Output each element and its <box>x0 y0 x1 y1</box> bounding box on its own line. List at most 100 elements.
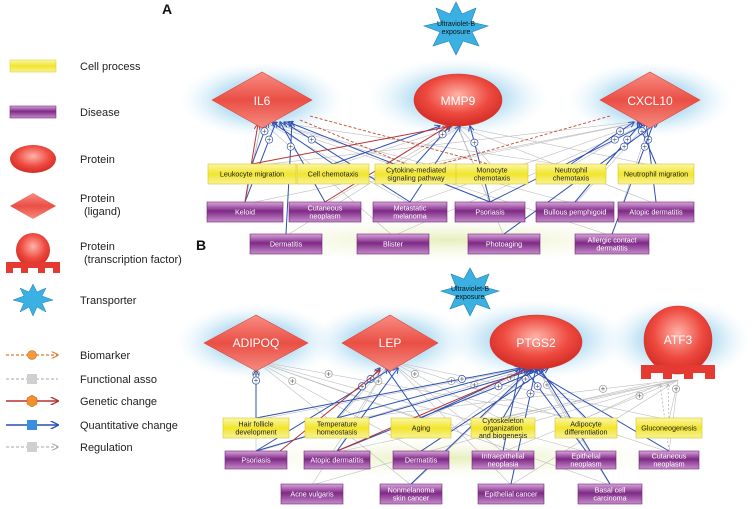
legend-transcription-factor-icon <box>6 233 60 273</box>
legend-disease-label: Disease <box>80 107 120 119</box>
process-label: signaling pathway <box>387 173 445 182</box>
diseases-a-row2: Dermatitis Blister Photoaging Allergic cont… <box>249 233 650 255</box>
edge-quant <box>489 122 650 203</box>
edge-quant <box>570 122 634 165</box>
process-label: Aging <box>412 424 430 433</box>
disease-label: Atopic dermatitis <box>629 208 683 217</box>
edge-func <box>255 360 587 421</box>
regulation-plus-icon <box>286 142 295 151</box>
process-node-leukocyte-migration[interactable]: Leukocyte migration <box>207 163 297 185</box>
hub-cxcl10-label: CXCL10 <box>627 94 673 108</box>
edge-gen <box>244 124 258 203</box>
regulation-plus-icon <box>623 135 632 144</box>
uvb-transporter-a: Ultraviolet-B exposure <box>422 1 490 56</box>
disease-node-atopic-dermatitis[interactable]: Atopic dermatitis <box>617 201 695 223</box>
disease-node-bullous-pemphigoid[interactable]: Bullous pemphigoid <box>535 201 615 223</box>
hub-lep[interactable]: LEP <box>341 314 439 372</box>
edge-bio <box>309 115 493 166</box>
edge-func <box>261 119 572 167</box>
hub-adipoq[interactable]: ADIPOQ <box>203 314 309 372</box>
process-label: Adipocyte <box>570 420 602 429</box>
disease-node-keloid[interactable]: Keloid <box>206 201 284 223</box>
process-label: differentiation <box>564 427 607 436</box>
disease-node-blister[interactable]: Blister <box>356 233 430 255</box>
edge-func <box>336 379 679 421</box>
process-node-aging[interactable]: Aging <box>390 417 452 439</box>
disease-node-acne-vulgaris[interactable]: Acne vulgaris <box>280 483 344 505</box>
process-node-neutrophil-migration[interactable]: Neutrophil migration <box>617 163 695 185</box>
edge-quant <box>284 122 411 203</box>
regulation-plus-icon <box>457 375 466 383</box>
disease-label: neoplasia <box>488 459 519 468</box>
edge-quant <box>255 368 392 452</box>
disease-node-atopic-dermatitis[interactable]: Atopic dermatitis <box>303 450 371 470</box>
legend-tf-label: Protein <box>80 241 115 253</box>
legend-disease-swatch <box>9 105 57 119</box>
disease-label: Psoriasis <box>241 456 271 465</box>
disease-label: Cutaneous <box>308 204 343 213</box>
edge-func <box>574 119 651 205</box>
uvb-transporter-b: Ultraviolet-B exposure <box>439 267 501 317</box>
hub-mmp9[interactable]: MMP9 <box>413 73 503 127</box>
disease-label: Keloid <box>235 208 255 217</box>
edge-quant <box>272 122 334 165</box>
edge-quant <box>336 368 544 452</box>
regulation-plus-icon <box>324 370 333 378</box>
edge-quant <box>255 368 520 419</box>
disease-label: neoplasm <box>570 459 601 468</box>
processes-a: Leukocyte migration Cell chemotaxis Cytoki… <box>207 163 695 185</box>
hub-atf3[interactable]: ATF3 <box>641 305 715 379</box>
process-node-gluconeogenesis[interactable]: Gluconeogenesis <box>635 417 703 439</box>
edge-func <box>251 119 651 167</box>
legend-protein-icon <box>10 145 56 173</box>
disease-node-dermatitis[interactable]: Dermatitis <box>392 450 450 470</box>
hub-cxcl10[interactable]: CXCL10 <box>599 71 701 129</box>
process-label: Cell chemotaxis <box>308 170 359 179</box>
edge-quant <box>336 368 524 419</box>
disease-node-psoriasis[interactable]: Psoriasis <box>224 450 288 470</box>
hub-atf3-label: ATF3 <box>664 333 693 347</box>
legend-regulation-line <box>6 442 58 452</box>
process-node-cell-chemotaxis[interactable]: Cell chemotaxis <box>296 163 370 185</box>
regulation-plus-icon <box>640 142 649 151</box>
disease-node-photoaging[interactable]: Photoaging <box>467 233 541 255</box>
disease-label: Bullous pemphigoid <box>544 208 607 217</box>
legend-ligand-sublabel: (ligand) <box>84 206 121 218</box>
disease-node-psoriasis[interactable]: Psoriasis <box>454 201 526 223</box>
panel-b: B Ultraviolet-B exposure ADIPOQ LEP PTGS… <box>176 237 750 505</box>
hub-adipoq-label: ADIPOQ <box>233 336 280 350</box>
edge-func <box>502 379 679 421</box>
process-label: Monocyte <box>476 166 507 175</box>
disease-label: Allergic contact <box>588 236 637 245</box>
hub-ptgs2[interactable]: PTGS2 <box>489 314 583 370</box>
disease-node-epithelial-cancer[interactable]: Epithelial cancer <box>477 483 545 505</box>
legend-quantitative-line <box>6 420 58 430</box>
process-label: homeostasis <box>317 427 358 436</box>
disease-node-dermatitis[interactable]: Dermatitis <box>249 233 323 255</box>
process-label: Temperature <box>317 420 357 429</box>
edge-func <box>409 119 651 205</box>
disease-label: neoplasm <box>309 211 340 220</box>
legend-biomarker-line <box>6 350 58 360</box>
process-label: organization <box>483 424 522 433</box>
hub-ptgs2-label: PTGS2 <box>516 336 556 350</box>
disease-label: Blister <box>383 240 404 249</box>
edge-func <box>255 365 537 421</box>
hub-il6[interactable]: IL6 <box>211 71 313 129</box>
